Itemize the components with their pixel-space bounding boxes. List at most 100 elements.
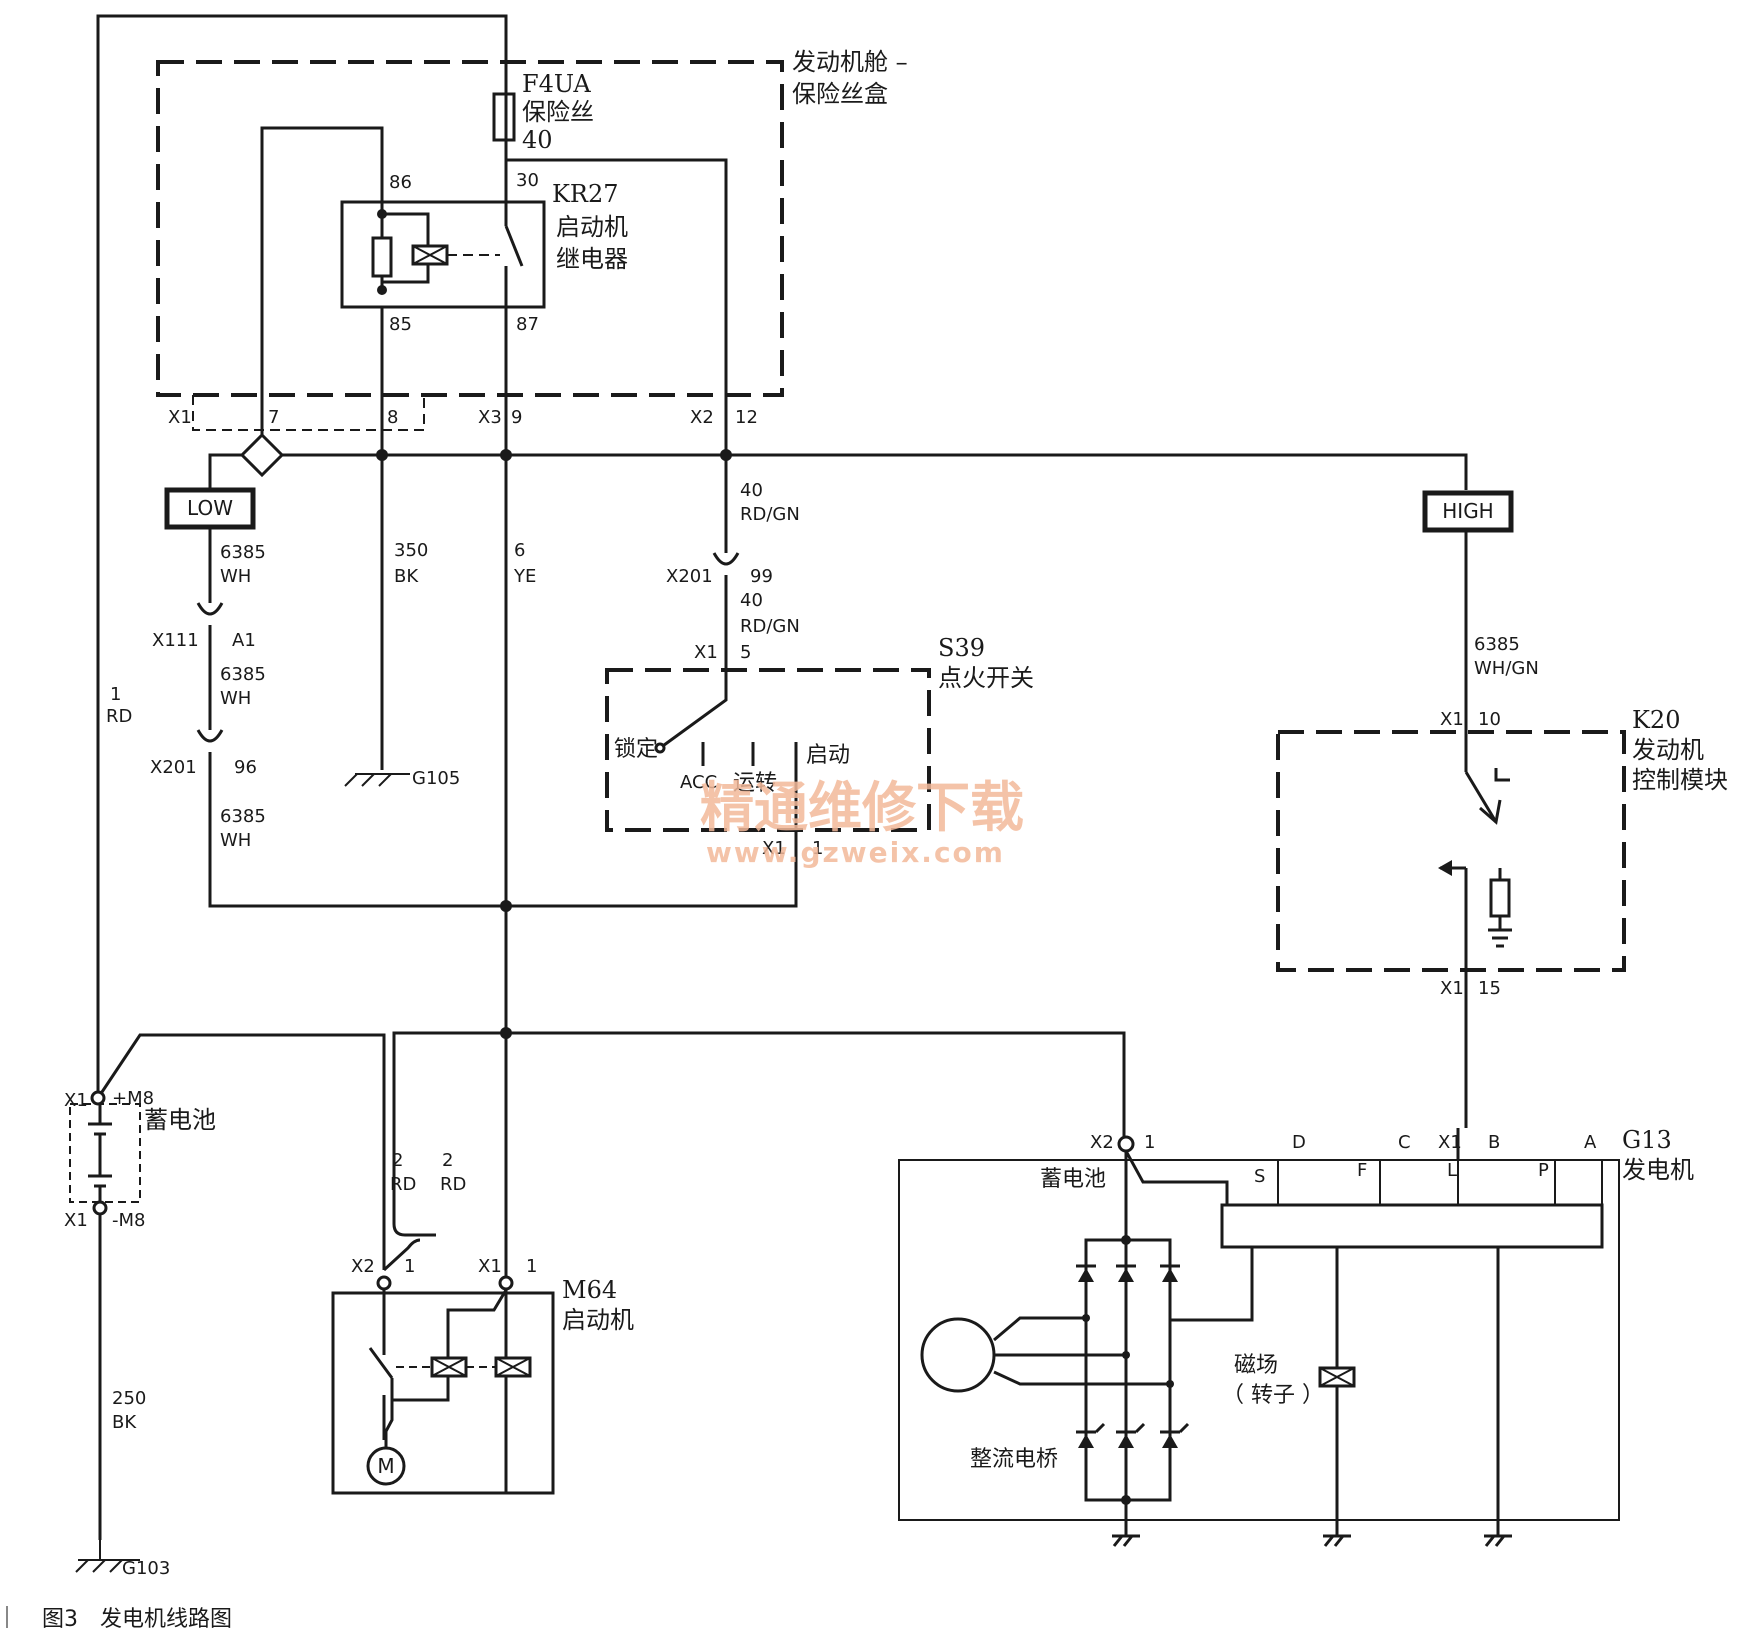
wire-250-num: 250 (112, 1388, 146, 1409)
starter-id: M64 (562, 1276, 617, 1304)
wire-350-num: 350 (394, 540, 428, 561)
wire-40b-col: RD/GN (740, 616, 800, 637)
wire-6385d-col: WH/GN (1474, 658, 1539, 679)
high-badge (1422, 490, 1514, 533)
gen-pin-c: C (1398, 1132, 1411, 1153)
ecm-name-1: 发动机 (1632, 736, 1704, 764)
gen-rotor-2: （ 转子 ） (1222, 1383, 1324, 1408)
ecm-name-2: 控制模块 (1632, 766, 1728, 794)
conn-x2-top: X2 (690, 407, 714, 428)
watermark-title: 精通维修下载 (700, 776, 1024, 839)
starter-pin-1b: 1 (526, 1256, 537, 1277)
ign-id: S39 (938, 634, 985, 662)
gen-f: F (1357, 1160, 1367, 1181)
ign-pin-5: 5 (740, 642, 751, 663)
conn-99: 99 (750, 566, 773, 587)
wire-1-col: RD (106, 706, 132, 727)
relay-name-1: 启动机 (556, 213, 628, 241)
wire-2b-col: RD (440, 1174, 466, 1195)
wire-6-col: YE (513, 566, 536, 587)
gen-pin-b: B (1488, 1132, 1500, 1153)
wire-6385a-col: WH (220, 566, 251, 587)
conn-pin-7: 7 (268, 407, 279, 428)
splice-diamond (239, 432, 285, 478)
conn-x201b: X201 (666, 566, 713, 587)
wire-40a-num: 40 (740, 480, 763, 501)
wire-6385c-col: WH (220, 830, 251, 851)
ecm-outline (1276, 730, 1626, 972)
ign-acc: ACC (680, 772, 717, 793)
relay-name-2: 继电器 (556, 245, 628, 273)
wire-40a-col: RD/GN (740, 504, 800, 525)
fuse-id: F4UA (522, 70, 591, 98)
wire-6385b-num: 6385 (220, 664, 266, 685)
relay-pin-30: 30 (516, 170, 539, 191)
caption-title: 发电机线路图 (100, 1607, 232, 1632)
rectifier-diodes (1076, 1264, 1190, 1448)
gen-pin-1: 1 (1144, 1132, 1155, 1153)
wire-2a-col: RD (390, 1174, 416, 1195)
ecm-x1-bot: X1 (1440, 978, 1464, 999)
regulator-block (1220, 1203, 1604, 1249)
gen-rotor-1: 磁场 (1234, 1353, 1278, 1378)
low-badge-label: LOW (187, 496, 233, 520)
gen-id: G13 (1622, 1126, 1672, 1154)
battery-body (69, 1103, 141, 1203)
gen-pin-d: D (1292, 1132, 1306, 1153)
wire-40b-num: 40 (740, 590, 763, 611)
wire-2a-num: 2 (392, 1150, 403, 1171)
starter-x1: X1 (478, 1256, 502, 1277)
wire-350-col: BK (394, 566, 419, 587)
wire-1-num: 1 (110, 684, 121, 705)
ecm-pin-10: 10 (1478, 709, 1501, 730)
gen-pin-a: A (1584, 1132, 1597, 1153)
gen-p: P (1538, 1160, 1549, 1181)
fuse-box-outline (156, 60, 784, 397)
gen-x2: X2 (1090, 1132, 1114, 1153)
gen-l: L (1447, 1160, 1457, 1181)
fuse-box-title-1: 发动机舱 – (792, 48, 908, 76)
fuse-symbol (492, 92, 516, 142)
ecm-id: K20 (1632, 706, 1680, 734)
relay-pin-86: 86 (389, 172, 412, 193)
conn-pin-8: 8 (387, 407, 398, 428)
wire-6385c-num: 6385 (220, 806, 266, 827)
battery-pos: +M8 (112, 1088, 154, 1109)
ground-g103: G103 (122, 1558, 170, 1579)
wire-6385a-num: 6385 (220, 542, 266, 563)
conn-x3: X3 (478, 407, 502, 428)
relay-pin-87: 87 (516, 314, 539, 335)
high-badge-label: HIGH (1442, 499, 1493, 523)
fuse-box-title-2: 保险丝盒 (792, 80, 888, 108)
ign-x1-top: X1 (694, 642, 718, 663)
ecm-pin-15: 15 (1478, 978, 1501, 999)
stator-symbol (920, 1317, 996, 1393)
battery-x1-neg: X1 (64, 1210, 88, 1231)
motor-label: M (377, 1454, 394, 1478)
caption-figure: 图3 (42, 1607, 78, 1632)
gen-x1: X1 (1438, 1132, 1462, 1153)
relay-pin-85: 85 (389, 314, 412, 335)
gen-battery-label: 蓄电池 (1040, 1167, 1106, 1192)
fuse-name: 保险丝 (522, 98, 594, 126)
battery-name: 蓄电池 (144, 1106, 216, 1134)
starter-body (331, 1291, 555, 1495)
fuse-rating: 40 (522, 126, 553, 154)
battery-x1-pos: X1 (64, 1090, 88, 1111)
ground-g105: G105 (412, 768, 460, 789)
wire-6385d-num: 6385 (1474, 634, 1520, 655)
starter-name: 启动机 (562, 1306, 634, 1334)
fuse-box-connector-tab (192, 395, 425, 431)
conn-96: 96 (234, 757, 257, 778)
gen-bridge-label: 整流电桥 (970, 1447, 1058, 1472)
gen-name: 发电机 (1622, 1156, 1694, 1184)
ign-x1-bot: X1 (762, 838, 786, 859)
gen-s: S (1254, 1166, 1265, 1187)
ign-name: 点火开关 (938, 664, 1034, 692)
conn-pin-12: 12 (735, 407, 758, 428)
wire-2b-num: 2 (442, 1150, 453, 1171)
wire-6-num: 6 (514, 540, 525, 561)
conn-x201a: X201 (150, 757, 197, 778)
conn-x1-top: X1 (168, 407, 192, 428)
ignition-switch-outline (605, 668, 931, 832)
